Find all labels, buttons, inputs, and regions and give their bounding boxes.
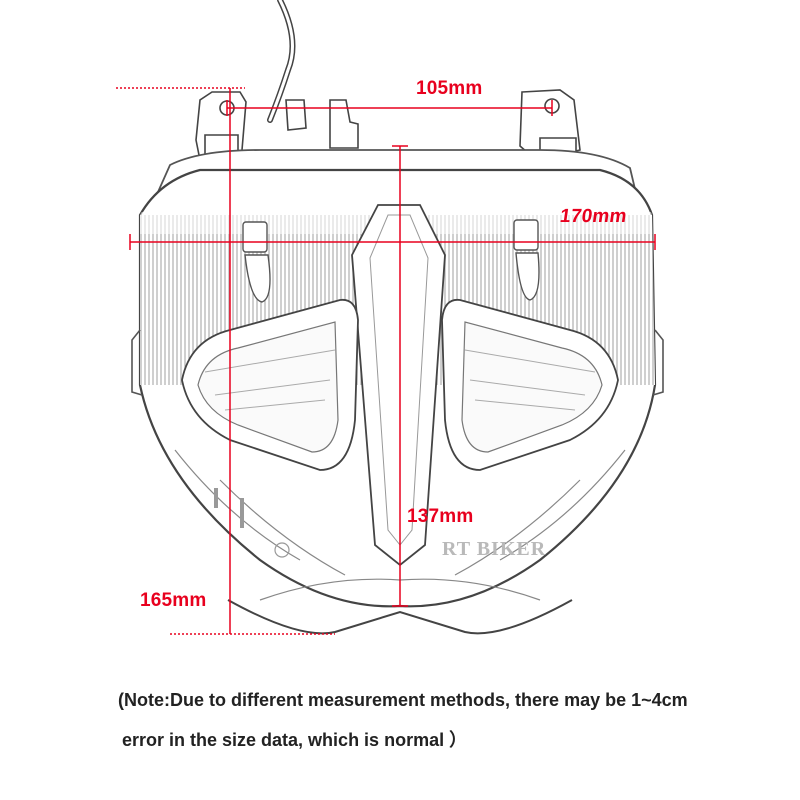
note-line-1: (Note:Due to different measurement metho… (118, 690, 688, 710)
right-led-pod (441, 298, 619, 471)
dimension-label-170: 170mm (558, 206, 629, 227)
dimension-lines (116, 87, 656, 635)
bottom-edge (227, 599, 573, 635)
note-line-2: error in the size data, which is normal … (122, 730, 468, 750)
dimension-label-165: 165mm (140, 590, 207, 611)
left-led-pod (181, 298, 359, 471)
right-side-tab (652, 329, 664, 396)
center-spine (351, 204, 446, 567)
watermark-text: RT BIKER (442, 538, 547, 560)
dimension-label-137: 137mm (407, 506, 474, 527)
dimension-label-105: 105mm (416, 78, 483, 99)
left-bulb (242, 221, 271, 303)
embossed-marks (214, 488, 290, 558)
lower-lens-contours (174, 449, 626, 601)
left-side-tab (131, 329, 143, 396)
